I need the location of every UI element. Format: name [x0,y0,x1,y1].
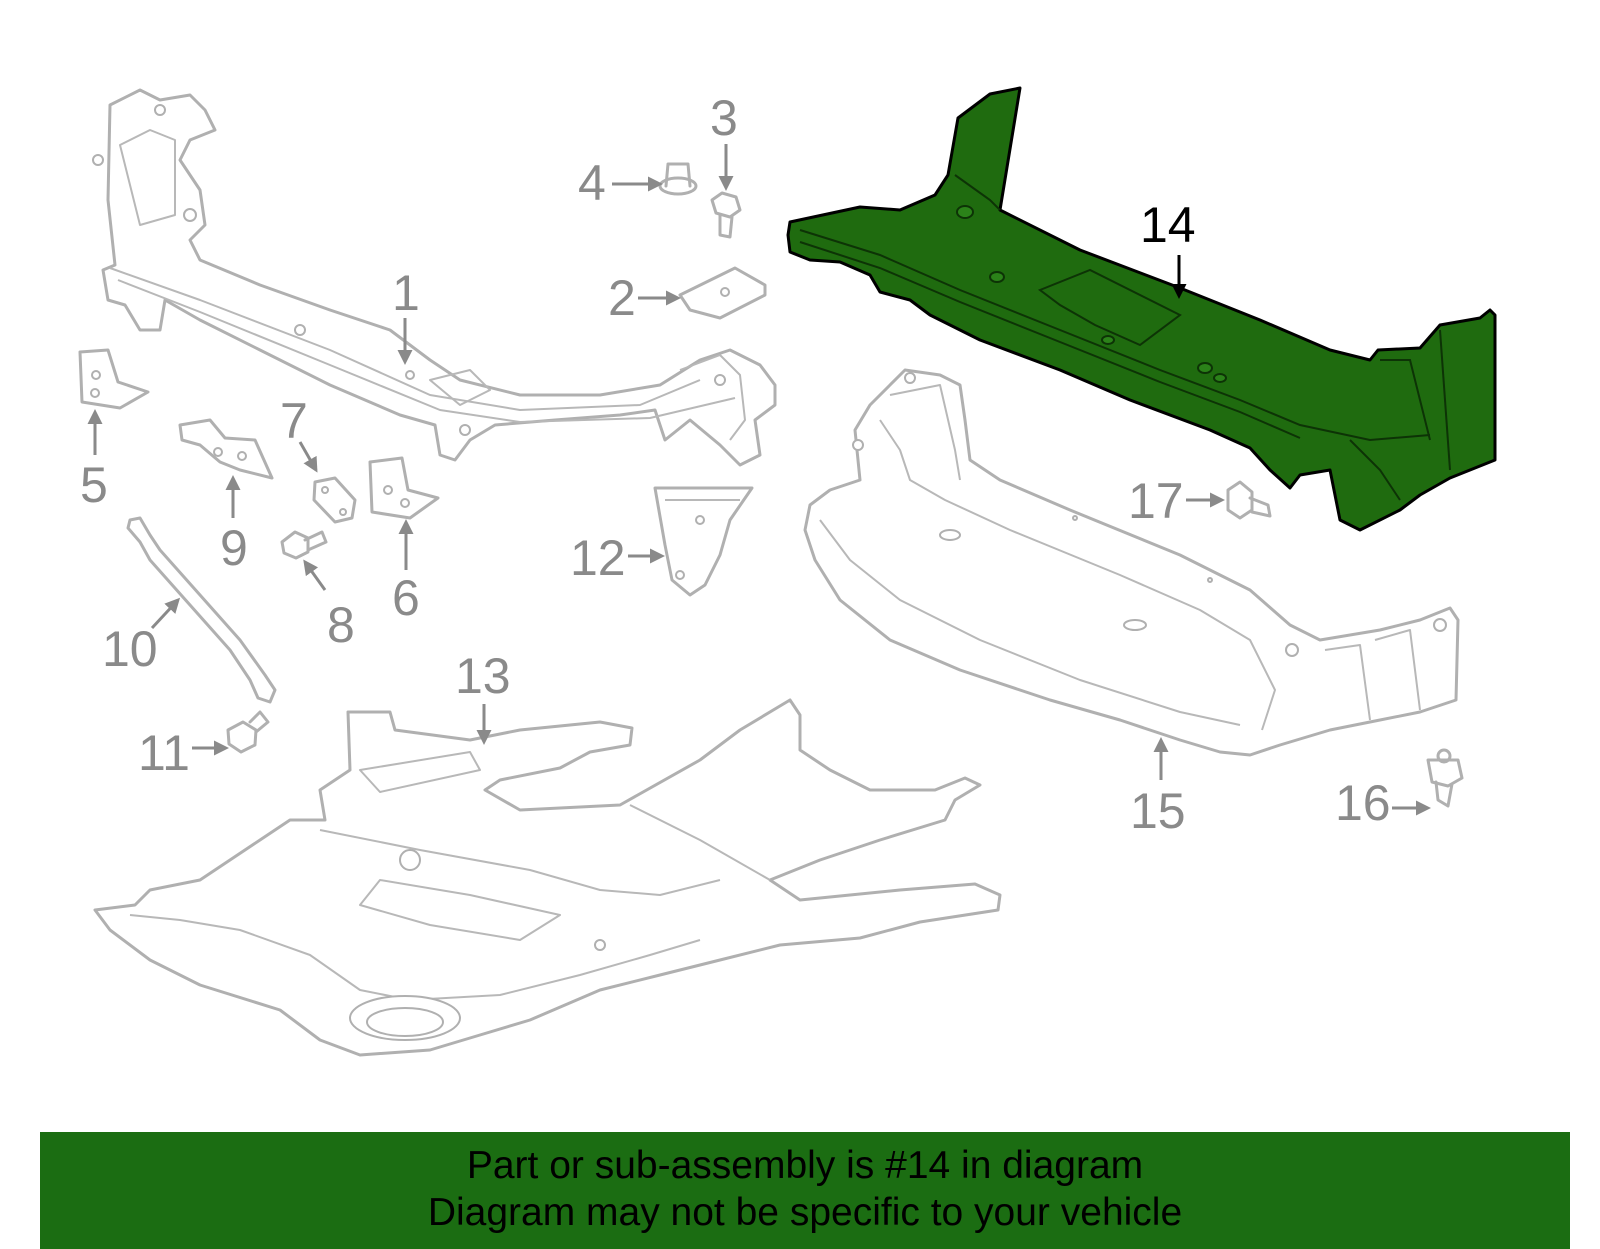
callout-11: 11 [138,725,190,781]
leader-arrows [87,144,1431,816]
banner-line-1: Part or sub-assembly is #14 in diagram [466,1144,1144,1187]
part-8-bolt[interactable] [280,530,328,560]
callout-7: 7 [280,393,308,449]
part-13-undercover[interactable] [93,698,1002,1057]
callout-2: 2 [608,270,636,326]
part-16-clip[interactable] [1426,748,1464,808]
part-3-bolt[interactable] [710,191,742,239]
callout-16: 16 [1335,775,1391,831]
info-banner: Part or sub-assembly is #14 in diagram D… [40,1132,1570,1249]
callout-1: 1 [392,265,420,321]
callout-8: 8 [327,597,355,653]
part-5-bracket[interactable] [78,348,150,410]
callout-15: 15 [1130,783,1186,839]
callout-14: 14 [1140,197,1196,253]
part-15-deflector[interactable] [803,368,1460,757]
part-7-plate[interactable] [312,476,357,524]
callout-labels: 1 2 3 4 5 6 7 8 9 10 11 12 13 14 15 16 1… [80,90,1391,839]
callout-6: 6 [392,570,420,626]
part-2-bracket[interactable] [678,266,767,320]
part-9-bracket[interactable] [178,418,274,480]
callout-13: 13 [455,648,511,704]
part-4-nut[interactable] [658,162,698,196]
part-11-bolt[interactable] [226,710,270,754]
callout-3: 3 [710,90,738,146]
callout-4: 4 [578,155,606,211]
banner-line-2: Diagram may not be specific to your vehi… [427,1191,1183,1234]
callout-9: 9 [220,520,248,576]
part-17-pushpin[interactable] [1226,480,1272,520]
callout-10: 10 [102,621,158,677]
callout-12: 12 [570,530,626,586]
part-6-bracket[interactable] [368,456,440,520]
part-1-radiator-support[interactable] [92,88,777,467]
callout-5: 5 [80,457,108,513]
part-12-brace[interactable] [653,486,754,597]
part-10-strut[interactable] [126,516,277,704]
callout-17: 17 [1128,473,1184,529]
part-14-lower-support[interactable] [786,86,1497,532]
